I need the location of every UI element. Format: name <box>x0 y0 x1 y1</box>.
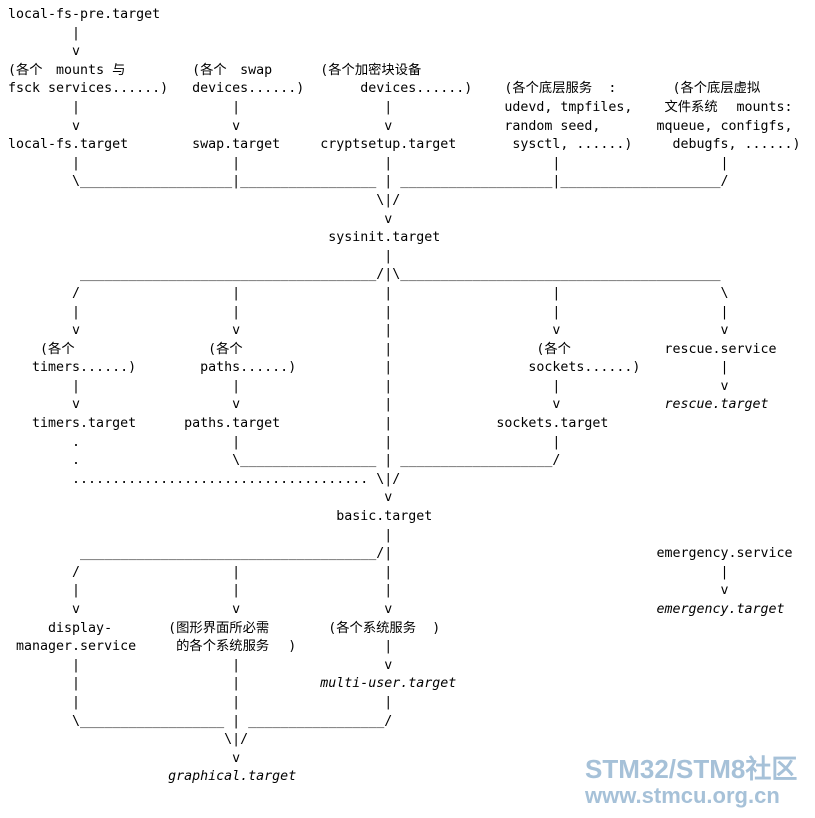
watermark-line2: www.stmcu.org.cn <box>585 783 780 809</box>
watermark: STM32/STM8社区 www.stmcu.org.cn <box>585 754 798 809</box>
watermark-line1: STM32/STM8社区 <box>585 754 798 784</box>
ascii-diagram: local-fs-pre.target | v (各个 mounts 与 (各个… <box>8 7 801 785</box>
